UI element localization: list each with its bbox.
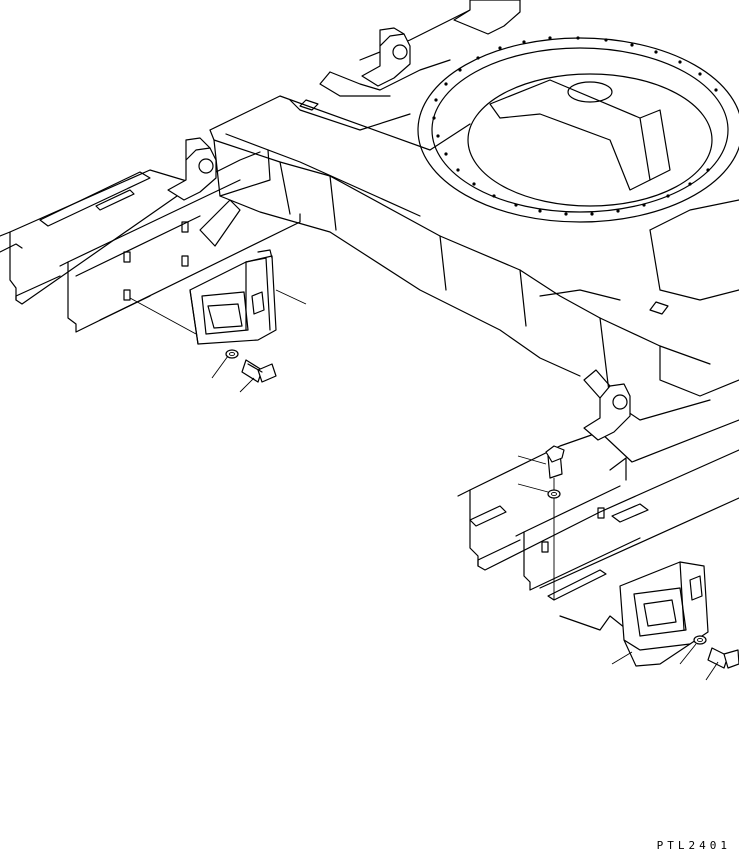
track-frame-left (0, 151, 301, 333)
swing-circle (417, 36, 739, 223)
roller-bracket-front-left (167, 137, 217, 201)
roller-bracket-front-right (583, 369, 631, 441)
bolt-left (241, 359, 277, 383)
bolt-right-bottom (707, 647, 739, 669)
roller-bracket-rear-right (453, 0, 521, 35)
washer-right-top (547, 489, 561, 499)
bearing-bolt-holes (432, 36, 718, 216)
drawing-reference-code: PTL2401 (656, 839, 731, 852)
bolt-right-top (545, 445, 565, 600)
washer-left (225, 349, 239, 359)
cover-bracket-right (619, 561, 709, 667)
leader-lines (211, 289, 719, 681)
roller-bracket-rear-left (361, 27, 411, 87)
washer-right-bottom (693, 635, 707, 645)
cover-bracket-left (129, 249, 277, 345)
